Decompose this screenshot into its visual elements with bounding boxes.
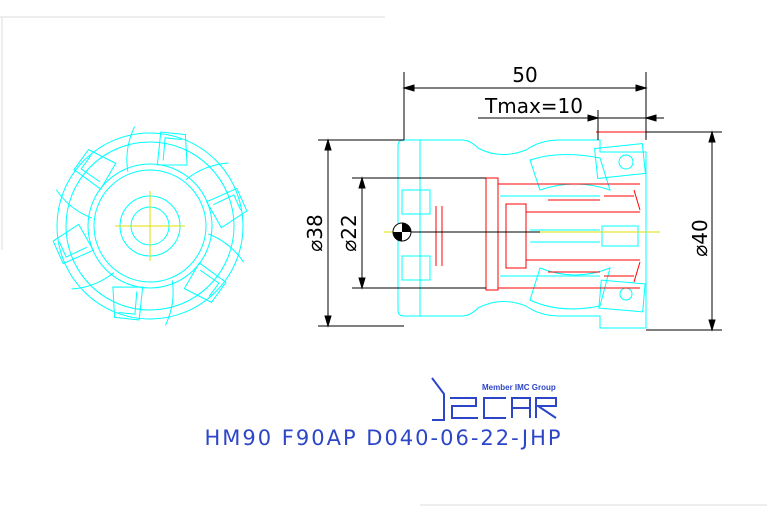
arrow xyxy=(708,319,716,332)
logo-letter-r xyxy=(534,397,557,419)
chip-pocket-curve xyxy=(71,272,115,290)
dim-d22-label: ⌀22 xyxy=(337,214,361,252)
chip-pocket-top xyxy=(529,153,611,191)
side-view xyxy=(384,131,660,329)
front-view xyxy=(52,126,248,326)
hidden-bolt-head xyxy=(505,203,527,269)
logo-letter-s xyxy=(450,397,478,419)
arrow xyxy=(358,176,366,189)
section-symbol-fill xyxy=(402,223,411,232)
front-insert xyxy=(73,126,136,190)
hidden-lines xyxy=(435,131,646,291)
logo-wordmark xyxy=(431,377,557,421)
hidden-collar xyxy=(485,177,499,291)
insert-screw-bottom xyxy=(619,287,633,301)
front-centerlines xyxy=(115,191,185,261)
front-inner-circle-2 xyxy=(93,169,207,283)
dim-length-label: 50 xyxy=(512,63,537,87)
front-insert xyxy=(52,189,95,265)
arrow xyxy=(358,277,366,290)
hidden-line xyxy=(633,189,641,211)
arrow xyxy=(324,138,332,151)
iscar-logo: Member IMC Group xyxy=(431,377,557,421)
insert-edge xyxy=(80,155,101,183)
chip-pocket-curve xyxy=(164,280,174,326)
insert-outline xyxy=(52,223,95,265)
side-insert-top xyxy=(594,143,646,179)
side-insert-bottom xyxy=(598,279,646,313)
arrow xyxy=(324,315,332,328)
dimension-lines xyxy=(318,72,722,332)
logo-swoosh xyxy=(431,377,445,421)
logo-member-text: Member IMC Group xyxy=(482,383,556,392)
insert-edge xyxy=(58,241,87,258)
insert-outline xyxy=(205,187,248,229)
arrow xyxy=(402,84,415,92)
front-inner-circle xyxy=(87,163,213,289)
hidden-line xyxy=(633,261,641,283)
insert-outline xyxy=(156,131,188,166)
insert-edge xyxy=(118,291,138,315)
insert-edge xyxy=(213,194,242,211)
section-symbol-fill xyxy=(393,232,402,241)
dim-d40-label: ⌀40 xyxy=(688,219,712,257)
drive-slot-top xyxy=(401,189,431,215)
arrow xyxy=(708,130,716,143)
insert-outline xyxy=(112,286,144,321)
arrow xyxy=(635,84,648,92)
logo-letter-c xyxy=(483,397,506,419)
dim-tmax-label: Tmax=10 xyxy=(484,94,583,118)
side-body-outline xyxy=(397,139,647,329)
chip-pocket-curve xyxy=(185,162,229,180)
drive-slot-bottom xyxy=(401,255,431,281)
chip-pocket-bottom xyxy=(529,267,611,310)
side-insert-mid xyxy=(601,225,639,247)
logo-letter-a xyxy=(511,397,531,418)
insert-edge xyxy=(199,269,220,297)
tool-designation: HM90 F90AP D040-06-22-JHP xyxy=(204,426,563,450)
front-insert xyxy=(71,272,144,321)
insert-screw-top xyxy=(618,154,634,170)
arrow xyxy=(587,114,600,122)
insert-pattern xyxy=(52,126,248,326)
insert-outline xyxy=(73,149,117,190)
dim-d38-label: ⌀38 xyxy=(303,214,327,252)
front-insert xyxy=(164,262,227,326)
front-insert xyxy=(156,131,229,180)
chip-pocket-curve xyxy=(208,233,245,263)
front-outer-circle xyxy=(56,132,244,320)
insert-outline xyxy=(183,262,227,303)
insert-edge xyxy=(162,137,182,161)
chip-pocket-curve xyxy=(126,126,136,172)
front-insert xyxy=(205,187,248,263)
front-body-circle xyxy=(65,141,235,311)
chip-pocket-curve xyxy=(55,189,92,219)
coolant-channels xyxy=(500,195,600,277)
